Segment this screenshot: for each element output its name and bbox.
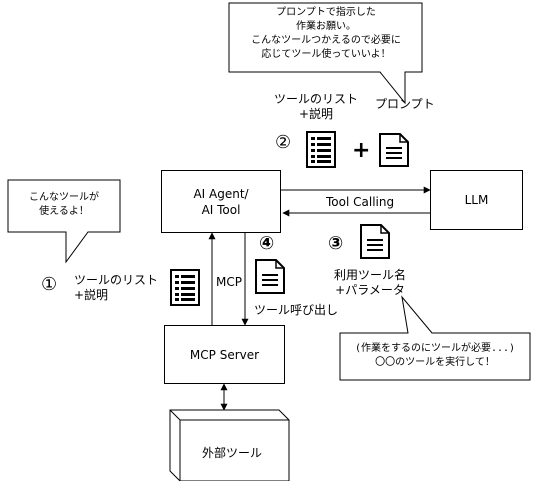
- llm-node-label: LLM: [464, 193, 489, 207]
- tool-list-top-label: ツールのリスト +説明: [274, 92, 359, 121]
- document-icon-params: [360, 224, 390, 259]
- list-icon-top: [306, 131, 336, 168]
- list-icon-left: [170, 269, 200, 306]
- bubble-bottom-text: (作業をするのにツールが必要...) 〇〇のツールを実行して！: [354, 343, 516, 368]
- step-3-marker: ③: [328, 233, 344, 254]
- bubble-left-shape: [7, 179, 121, 264]
- document-icon-call: [255, 259, 285, 294]
- step-4-marker: ④: [259, 233, 275, 254]
- mcp-server-label: MCP Server: [189, 347, 260, 362]
- agent-node-label: AI Agent/ AI Tool: [193, 186, 249, 217]
- bubble-left-text: こんなツールが 使えるよ！: [29, 192, 99, 217]
- external-tool-cube: [169, 409, 290, 481]
- prompt-label: プロンプト: [375, 97, 435, 111]
- document-icon-prompt: [379, 133, 409, 167]
- tool-list-left-label: ツールのリスト +説明: [74, 273, 159, 302]
- step-2-marker: ②: [275, 132, 292, 153]
- tool-name-params-label: 利用ツール名 +パラメータ: [334, 268, 407, 297]
- agent-node: AI Agent/ AI Tool: [161, 170, 281, 233]
- bubble-bottom-shape: [339, 295, 531, 381]
- bubble-top-shape: [228, 2, 423, 105]
- mcp-label: MCP: [216, 275, 242, 289]
- mcp-server-node: MCP Server: [164, 325, 285, 384]
- llm-node: LLM: [430, 170, 523, 230]
- bubble-top-text: プロンプトで指示した 作業お願い。 こんなツールつかえるので必要に 応じてツール…: [251, 7, 401, 60]
- tool-call-label: ツール呼び出し: [254, 303, 339, 317]
- step-1-marker: ①: [41, 274, 58, 295]
- plus-sign: +: [352, 138, 371, 163]
- tool-calling-label: Tool Calling: [326, 195, 395, 209]
- external-tool-label: 外部ツール: [202, 446, 263, 460]
